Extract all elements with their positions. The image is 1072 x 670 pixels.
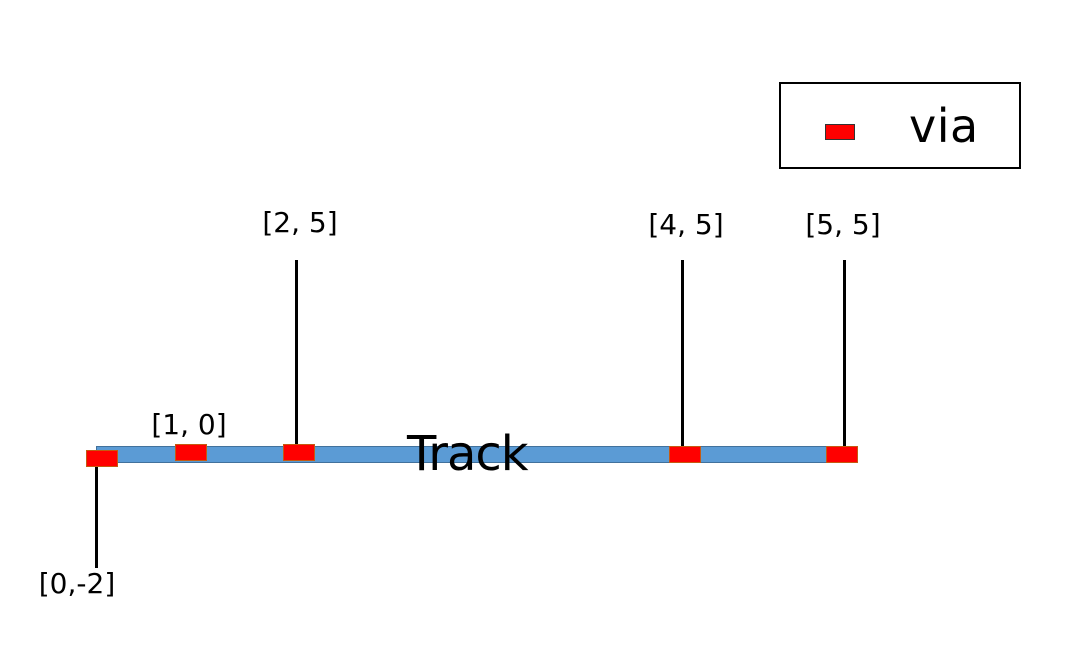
pin-label-4: [5, 5] [805,208,881,241]
pin-label-2: [2, 5] [262,206,338,239]
via-0 [86,450,118,467]
wire-pin-3 [681,260,684,446]
track-label: Track [407,426,529,482]
wire-pin-4 [843,260,846,446]
via-2 [283,444,315,461]
via-3 [669,446,701,463]
pin-label-1: [1, 0] [151,408,227,441]
pin-label-0: [0,-2] [38,567,116,600]
via-1 [175,444,207,461]
via-4 [826,446,858,463]
wire-pin-2 [295,260,298,446]
pin-label-3: [4, 5] [648,208,724,241]
wire-pin-0 [95,462,98,568]
via-legend-swatch [825,124,855,140]
legend: via [779,82,1021,169]
legend-label: via [909,99,979,153]
